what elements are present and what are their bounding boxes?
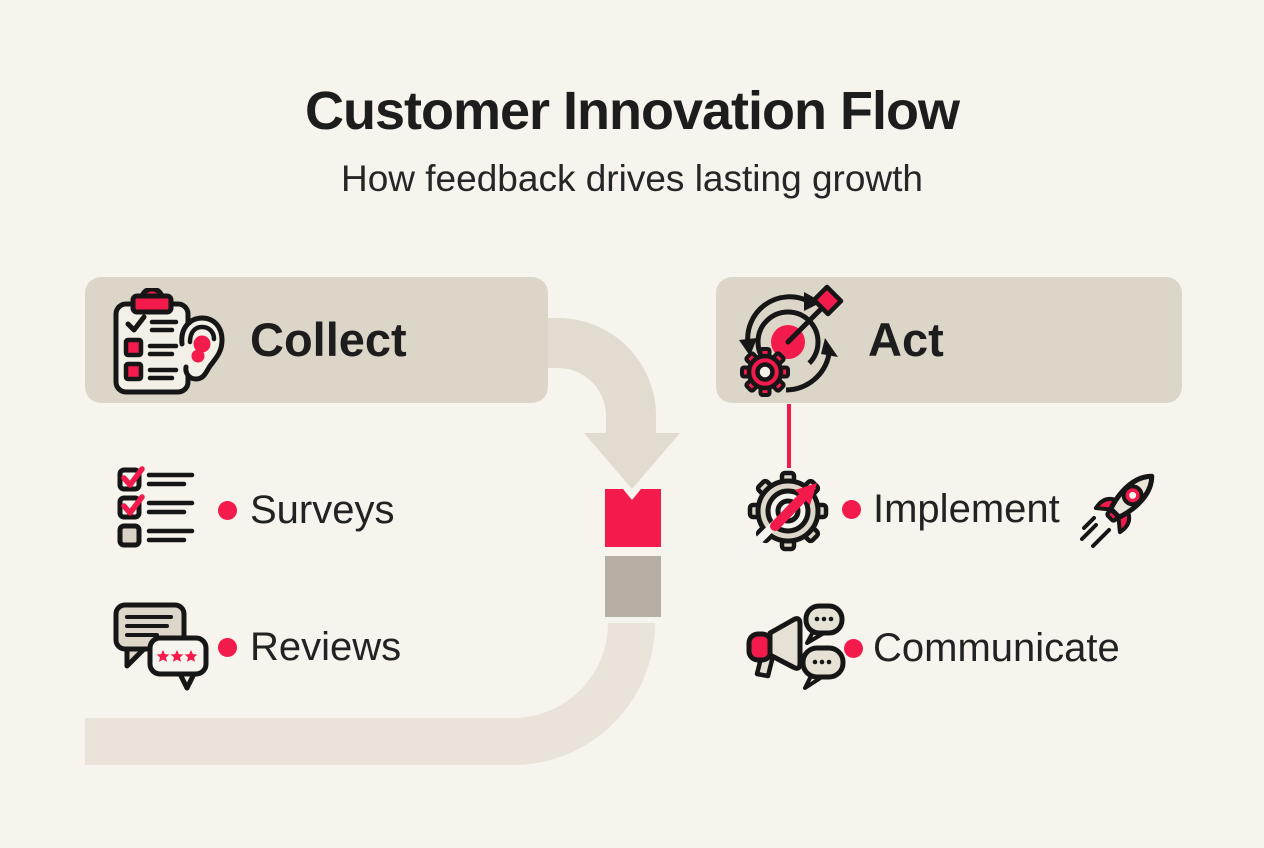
gray-square-block bbox=[605, 556, 661, 617]
red-square-notch bbox=[623, 489, 641, 500]
gear-arrow-icon bbox=[745, 470, 829, 554]
implement-bullet bbox=[842, 500, 861, 519]
red-connector-line bbox=[787, 404, 791, 468]
target-gear-icon bbox=[739, 284, 844, 397]
arrowhead-down bbox=[584, 433, 680, 489]
curved-arrow-tube bbox=[548, 318, 656, 433]
act-label: Act bbox=[868, 313, 944, 366]
review-bubbles-icon bbox=[113, 602, 209, 691]
communicate-bullet bbox=[844, 639, 863, 658]
clipboard-ear-icon bbox=[113, 288, 225, 395]
surveys-bullet bbox=[218, 501, 237, 520]
red-square-block bbox=[605, 489, 661, 547]
megaphone-icon bbox=[746, 603, 846, 690]
collect-label: Collect bbox=[250, 313, 407, 366]
reviews-bullet bbox=[218, 638, 237, 657]
rocket-icon bbox=[1080, 473, 1155, 548]
page-subtitle: How feedback drives lasting growth bbox=[340, 158, 923, 199]
reviews-label: Reviews bbox=[250, 625, 402, 669]
implement-label: Implement bbox=[873, 487, 1060, 531]
checklist-icon bbox=[117, 466, 195, 548]
surveys-label: Surveys bbox=[250, 488, 395, 532]
page-title: Customer Innovation Flow bbox=[304, 81, 960, 141]
communicate-label: Communicate bbox=[873, 626, 1120, 670]
